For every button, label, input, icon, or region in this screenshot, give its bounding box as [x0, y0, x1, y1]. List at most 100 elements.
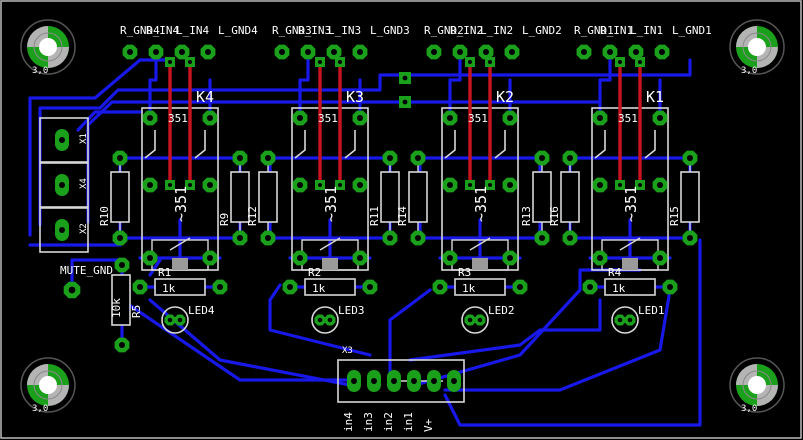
mounting-hole: [20, 19, 76, 75]
resistor-vertical: [560, 158, 580, 238]
drill-hole: [366, 283, 374, 291]
header-trace: [443, 288, 672, 392]
relay-trace: [598, 50, 612, 120]
resistor-label: R11: [368, 206, 381, 226]
drill-hole: [236, 154, 244, 162]
resistor-vertical: [110, 158, 130, 238]
relay-switch: [194, 130, 206, 159]
drill-hole: [516, 283, 524, 291]
drill-hole: [146, 254, 154, 262]
header-trace: [268, 283, 372, 357]
connector-label: R_IN3: [298, 24, 331, 37]
drill-hole: [566, 234, 574, 242]
relay-switch: [594, 130, 606, 159]
drill-hole: [386, 234, 394, 242]
drill-hole: [126, 48, 134, 56]
silkscreen: [39, 60, 700, 403]
connector-label: R_GND1: [574, 24, 614, 37]
drill-hole: [318, 60, 322, 64]
header-name: X3: [342, 346, 353, 356]
relay-name: K4: [196, 88, 214, 106]
connector-label: R_IN2: [450, 24, 483, 37]
resistor-body: [154, 278, 206, 296]
drill-hole: [627, 317, 633, 323]
relay-switch: [344, 130, 356, 159]
hole-label: 3,0: [32, 66, 48, 76]
resistor-label: R13: [520, 206, 533, 226]
drill-hole: [206, 254, 214, 262]
drill-hole: [286, 283, 294, 291]
drill-hole: [596, 181, 604, 189]
drill-hole: [296, 254, 304, 262]
relay-switch: [444, 130, 456, 159]
drill-hole: [317, 317, 323, 323]
relay-marking: 351: [618, 112, 638, 125]
relay: [291, 60, 369, 271]
drill-hole: [304, 48, 312, 56]
terminal-label: X4: [79, 178, 89, 189]
connector-label: L_IN2: [480, 24, 513, 37]
resistor-horizontal: [604, 278, 656, 296]
hole-drill: [39, 38, 57, 56]
drill-hole: [327, 317, 333, 323]
bus-trace: [28, 58, 167, 237]
drill-hole: [414, 154, 422, 162]
resistor-value: 1k: [162, 282, 176, 295]
resistor-body: [258, 171, 278, 223]
hole-keepout: [20, 357, 76, 413]
hole-label: 3,0: [741, 66, 757, 76]
header-trace: [408, 298, 602, 362]
relay-name: K2: [496, 88, 514, 106]
resistor-label: R1: [158, 266, 171, 279]
relay: [441, 60, 519, 271]
connector-label: L_GND4: [218, 24, 258, 37]
drill-hole: [264, 234, 272, 242]
relay-marking: 351: [318, 112, 338, 125]
drill-hole: [206, 181, 214, 189]
mounting-hole: [729, 357, 785, 413]
drill-hole: [456, 48, 464, 56]
drill-hole: [386, 154, 394, 162]
header-pin-label: in2: [382, 412, 395, 432]
drill-hole: [477, 317, 483, 323]
mounting-hole: [729, 19, 785, 75]
relay-coil-block: [172, 258, 188, 270]
drill-hole: [278, 48, 286, 56]
header-pin-label: in3: [362, 412, 375, 432]
terminal-block: [39, 207, 89, 253]
drill-hole: [566, 154, 574, 162]
terminal-block: [39, 162, 89, 208]
header-pin-label: V+: [422, 418, 435, 432]
header-pin-label: in1: [402, 412, 415, 432]
connector-label: R_IN1: [600, 24, 633, 37]
led: [611, 306, 639, 334]
drill-hole: [330, 48, 338, 56]
hole-ring: [33, 32, 63, 62]
resistor-body: [560, 171, 580, 223]
connector-label: R_GND4: [120, 24, 160, 37]
connector-label: L_GND2: [522, 24, 562, 37]
resistor-body: [304, 278, 356, 296]
drill-hole: [488, 183, 492, 187]
resistor-body: [680, 171, 700, 223]
terminal-label: X1: [79, 133, 89, 144]
resistor-label: R2: [308, 266, 321, 279]
drill-hole: [666, 283, 674, 291]
drill-hole: [118, 261, 126, 269]
drill-hole: [168, 60, 172, 64]
drill-hole: [59, 182, 65, 188]
led-label: LED3: [338, 304, 365, 317]
hole-keepout: [729, 19, 785, 75]
drill-hole: [506, 114, 514, 122]
relay-name: K1: [646, 88, 664, 106]
connector-label: L_GND3: [370, 24, 410, 37]
drill-hole: [356, 254, 364, 262]
header-trace: [148, 258, 162, 277]
drill-hole: [118, 341, 126, 349]
drill-hole: [538, 154, 546, 162]
drill-hole: [167, 317, 173, 323]
relay-trace: [148, 50, 158, 120]
relay-coil-block: [472, 258, 488, 270]
